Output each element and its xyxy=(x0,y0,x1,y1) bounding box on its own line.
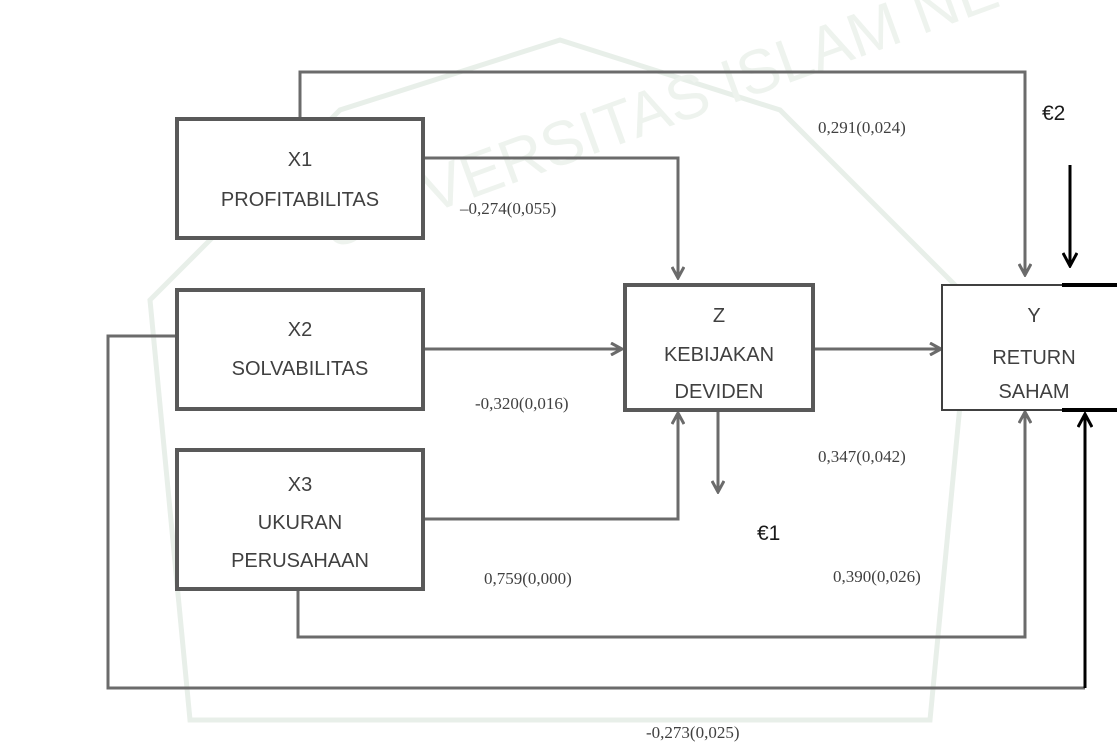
coef-x2-z: -0,320(0,016) xyxy=(475,394,568,413)
coef-x1-z: –0,274(0,055) xyxy=(459,199,556,218)
node-y: Y RETURN SAHAM xyxy=(942,285,1117,410)
node-x2-code: X2 xyxy=(288,319,312,341)
error-e2: €2 xyxy=(1042,102,1065,125)
coef-x3-y: 0,390(0,026) xyxy=(833,567,921,586)
coef-z-y: 0,347(0,042) xyxy=(818,447,906,466)
node-y-label-2: SAHAM xyxy=(998,381,1069,403)
node-z: Z KEBIJAKAN DEVIDEN xyxy=(625,285,813,410)
node-x1-code: X1 xyxy=(288,149,312,171)
watermark-text: UNIVERSITAS ISLAM NEGERI MAULANA MALIK I… xyxy=(311,0,1117,263)
node-y-code: Y xyxy=(1027,305,1040,327)
node-x3-code: X3 xyxy=(288,474,312,496)
node-x3-label-1: UKURAN xyxy=(258,512,342,534)
node-z-label-1: KEBIJAKAN xyxy=(664,344,774,366)
coef-x1-y: 0,291(0,024) xyxy=(818,118,906,137)
node-z-code: Z xyxy=(713,305,725,327)
node-x2-label: SOLVABILITAS xyxy=(232,358,369,380)
path-x3-z xyxy=(425,413,678,519)
node-x1: X1 PROFITABILITAS xyxy=(177,119,423,238)
coefficient-labels: 0,291(0,024) –0,274(0,055) -0,320(0,016)… xyxy=(459,118,921,742)
node-x3-label-2: PERUSAHAAN xyxy=(231,550,369,572)
node-x1-label: PROFITABILITAS xyxy=(221,189,379,211)
coef-x3-z: 0,759(0,000) xyxy=(484,569,572,588)
node-z-label-2: DEVIDEN xyxy=(675,381,764,403)
node-x2: X2 SOLVABILITAS xyxy=(177,290,423,409)
node-y-label-1: RETURN xyxy=(992,347,1075,369)
coef-x2-y: -0,273(0,025) xyxy=(646,723,739,742)
node-x3: X3 UKURAN PERUSAHAAN xyxy=(177,450,423,589)
error-e1: €1 xyxy=(757,522,780,545)
